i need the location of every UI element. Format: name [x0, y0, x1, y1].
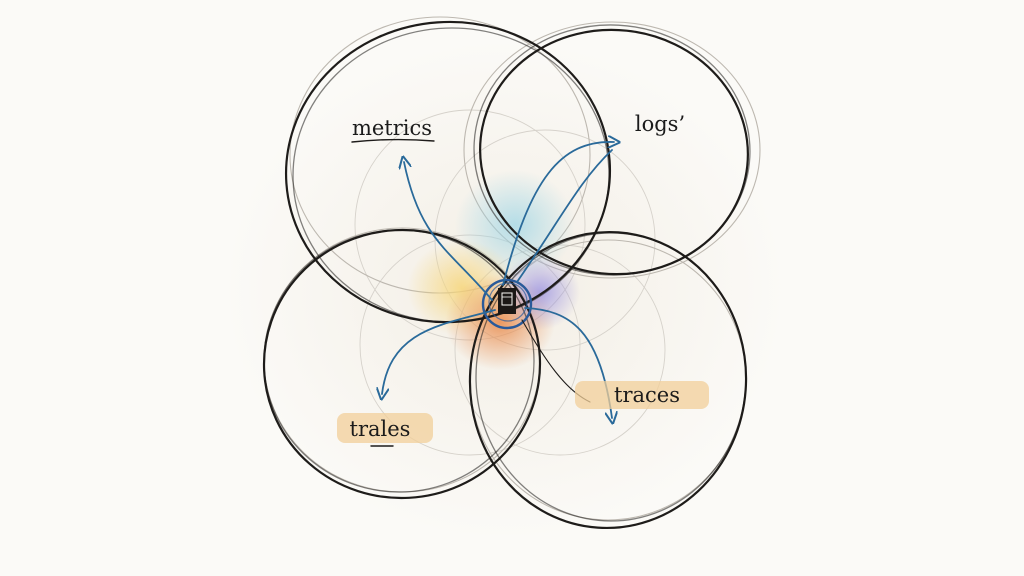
underline-metrics [351, 138, 435, 143]
label-traces: traces [614, 383, 680, 407]
arrow-to-logs-2 [516, 149, 613, 283]
circle-logs [473, 24, 751, 276]
arrow-to-logs [502, 142, 614, 286]
arrow-to-metrics [404, 162, 493, 301]
arrow-to-trales [382, 309, 496, 394]
label-metrics: metrics [352, 116, 432, 140]
label-highlight-trales [337, 413, 433, 443]
main-circles [262, 20, 751, 530]
center-hub [481, 278, 533, 330]
circle-traces [468, 230, 748, 530]
document-icon [498, 288, 516, 314]
circle-metrics [284, 20, 612, 324]
label-logs: logs’ [635, 112, 685, 136]
circle-trales [262, 228, 542, 500]
label-trales: trales [350, 417, 411, 441]
label-highlight-traces [575, 381, 709, 409]
